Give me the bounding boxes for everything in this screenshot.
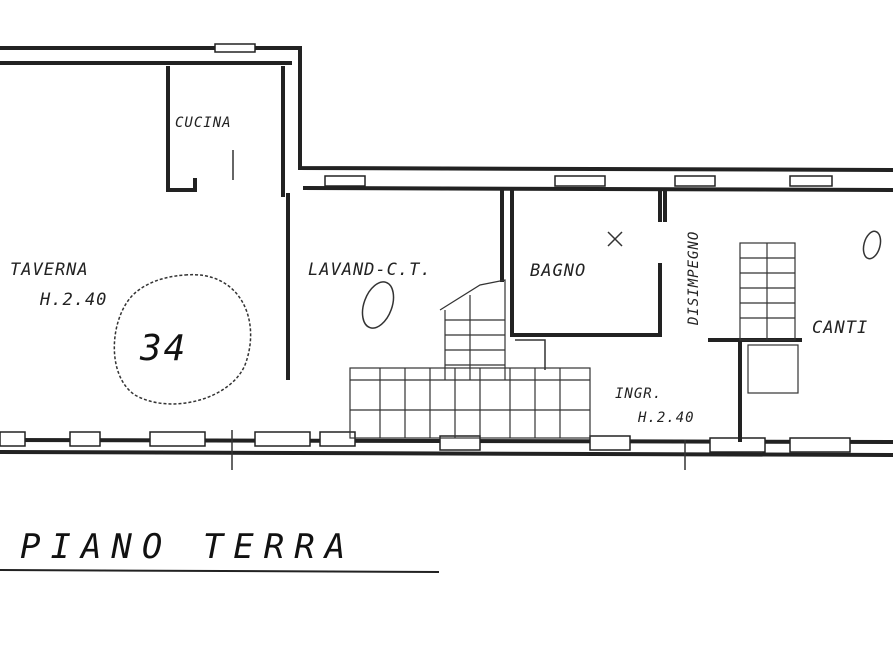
floor-title: PIANO TERRA — [20, 527, 355, 567]
room-label-lavanderia: LAVAND-C.T. — [308, 260, 432, 280]
fixtures — [361, 230, 882, 329]
bottom-windows — [0, 431, 851, 453]
room-label-taverna: TAVERNA — [10, 260, 89, 280]
room-label-ingresso-height: H.2.40 — [637, 410, 695, 426]
room-label-disimpegno: DISIMPEGNO — [686, 231, 702, 326]
cantina-staircase — [739, 242, 799, 394]
room-label-taverna-height: H.2.40 — [39, 290, 107, 310]
title-underline — [0, 568, 440, 574]
interior-walls — [166, 66, 802, 470]
central-staircase — [349, 279, 591, 439]
top-windows — [214, 43, 833, 187]
room-label-cantina: CANTI — [812, 318, 868, 338]
annotation-circle — [113, 274, 252, 405]
room-label-cucina: CUCINA — [175, 115, 232, 131]
room-label-bagno: BAGNO — [530, 261, 586, 281]
outer-walls — [0, 46, 893, 458]
circled-number: 34 — [139, 328, 187, 369]
room-label-ingresso: INGR. — [615, 386, 662, 402]
